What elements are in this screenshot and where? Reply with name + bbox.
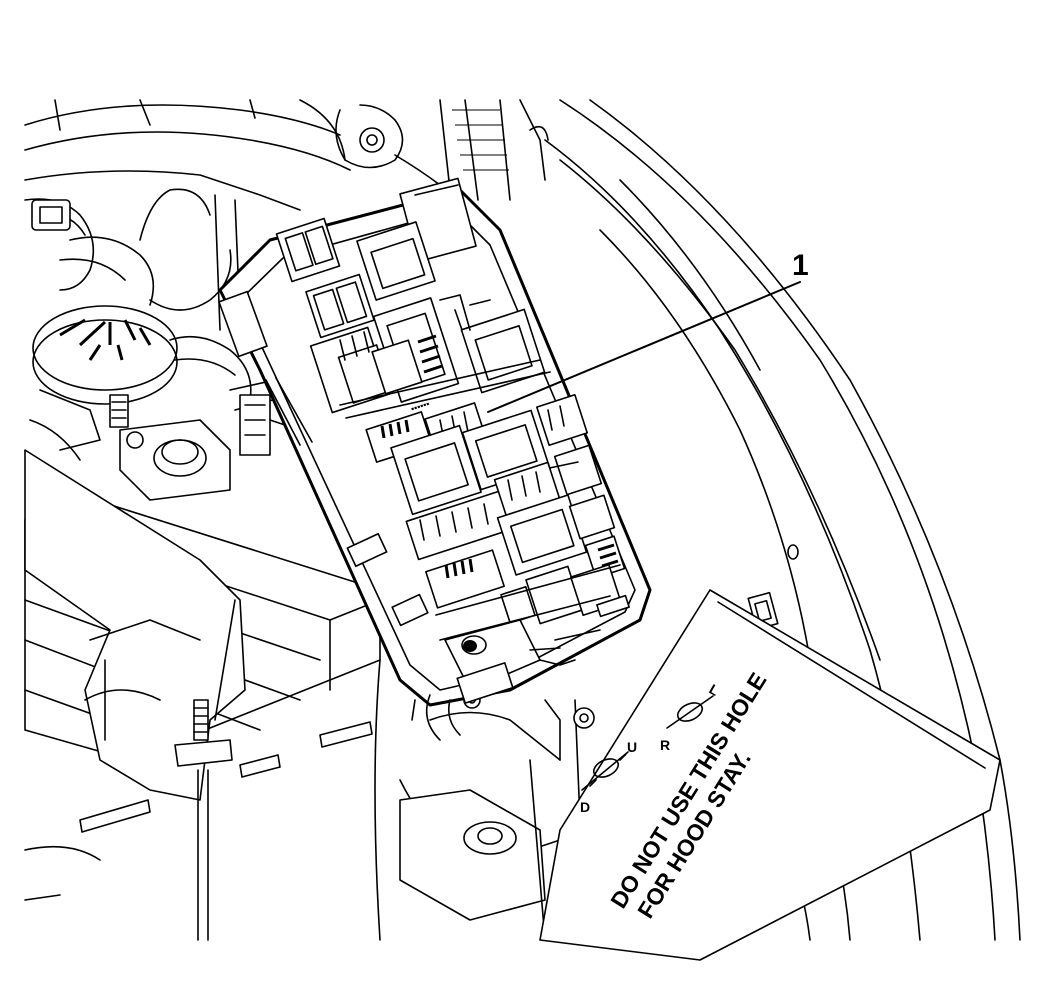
decal-mark-d: D bbox=[580, 799, 590, 815]
fuse-relay-box: ▪▪▪▪▪▪ bbox=[218, 177, 652, 741]
callout-1: 1 bbox=[487, 249, 809, 413]
hold-down-stud-icon bbox=[174, 699, 233, 941]
reservoir-cap-icon bbox=[32, 305, 178, 405]
battery-hold-down-bracket bbox=[24, 449, 246, 801]
battery-terminal-icon bbox=[119, 419, 231, 501]
callout-1-label: 1 bbox=[792, 249, 809, 282]
decal-mark-r: R bbox=[660, 737, 670, 753]
decal-mark-u: U bbox=[627, 739, 637, 755]
hood-stay-warning-decal bbox=[539, 589, 1001, 961]
